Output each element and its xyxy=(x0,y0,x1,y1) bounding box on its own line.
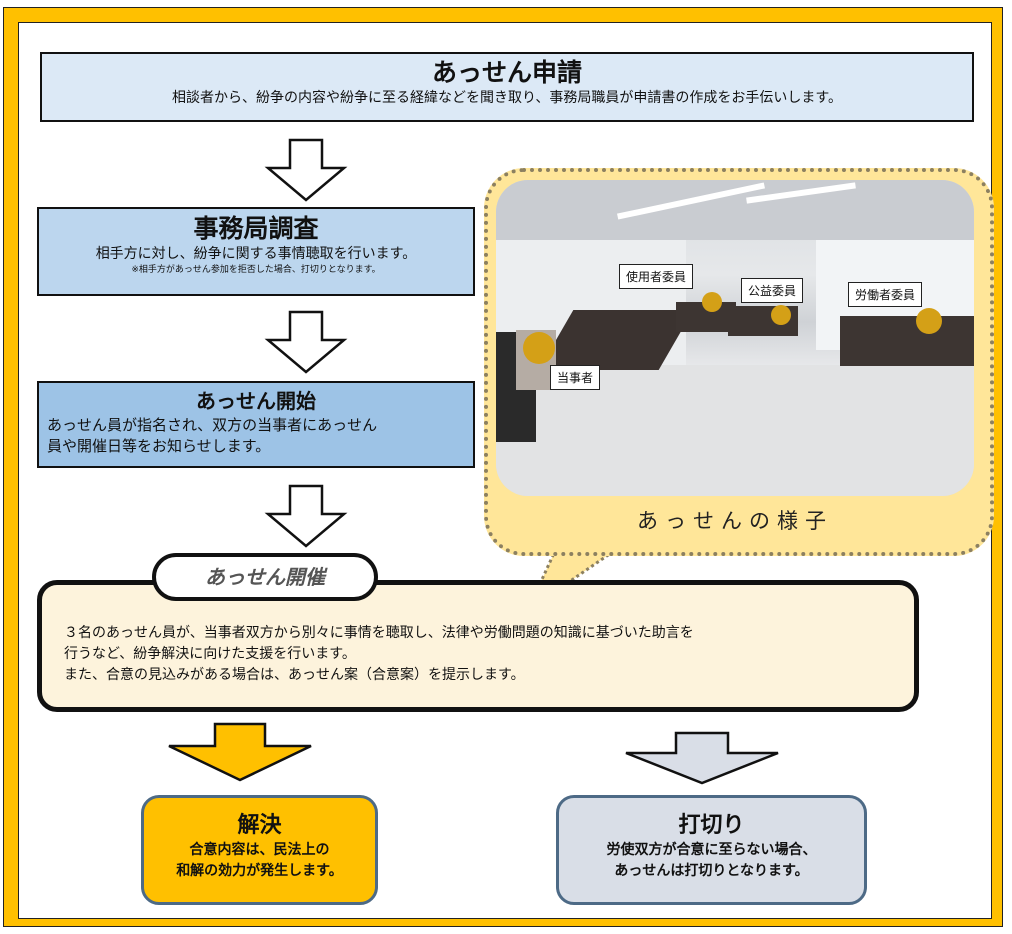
label-party: 当事者 xyxy=(550,365,601,390)
step-investigation: 事務局調査 相手方に対し、紛争に関する事情聴取を行います。 ※相手方があっせん参… xyxy=(37,207,475,296)
step-start: あっせん開始 あっせん員が指名され、双方の当事者にあっせん 員や開催日等をお知ら… xyxy=(37,381,475,468)
step-note: ※相手方があっせん参加を拒否した場合、打切りとなります。 xyxy=(131,265,381,275)
down-arrow-terminated-icon xyxy=(625,731,779,785)
down-arrow-icon xyxy=(264,138,348,202)
step-description-line1: あっせん員が指名され、双方の当事者にあっせん xyxy=(47,416,378,434)
outcome-resolved: 解決 合意内容は、民法上の 和解の効力が発生します。 xyxy=(141,795,378,905)
down-arrow-icon xyxy=(264,310,348,374)
blurred-face xyxy=(916,308,942,334)
step-title: あっせん申請 xyxy=(431,58,582,87)
step-session: ３名のあっせん員が、当事者双方から別々に事情を聴取し、法律や労働問題の知識に基づ… xyxy=(37,580,919,712)
label-public-member: 公益委員 xyxy=(741,278,804,303)
down-arrow-icon xyxy=(264,484,348,548)
blurred-face xyxy=(702,292,722,312)
outcome-title: 打切り xyxy=(678,813,745,838)
step-description: 相手方に対し、紛争に関する事情聴取を行います。 xyxy=(95,246,417,262)
label-worker-member: 労働者委員 xyxy=(848,282,923,307)
step-title: あっせん開始 xyxy=(196,389,316,413)
label-employer-member: 使用者委員 xyxy=(619,264,694,289)
step-description-line2: 員や開催日等をお知らせします。 xyxy=(47,437,271,455)
mediation-photo: 使用者委員 公益委員 労働者委員 当事者 xyxy=(496,180,974,496)
outcome-title: 解決 xyxy=(237,813,282,838)
step-description: 相談者から、紛争の内容や紛争に至る経緯などを聞き取り、事務局職員が申請書の作成を… xyxy=(171,90,843,106)
step-session-title: あっせん開催 xyxy=(152,553,378,601)
step-title: 事務局調査 xyxy=(193,214,319,243)
blurred-face xyxy=(771,305,791,325)
blurred-face xyxy=(523,332,555,364)
photo-caption: あっせんの様子 xyxy=(637,509,833,533)
outcome-terminated: 打切り 労使双方が合意に至らない場合、 あっせんは打切りとなります。 xyxy=(556,795,867,905)
down-arrow-resolved-icon xyxy=(168,722,312,782)
step-application: あっせん申請 相談者から、紛争の内容や紛争に至る経緯などを聞き取り、事務局職員が… xyxy=(40,52,974,122)
step-description: ３名のあっせん員が、当事者双方から別々に事情を聴取し、法律や労働問題の知識に基づ… xyxy=(64,625,694,683)
